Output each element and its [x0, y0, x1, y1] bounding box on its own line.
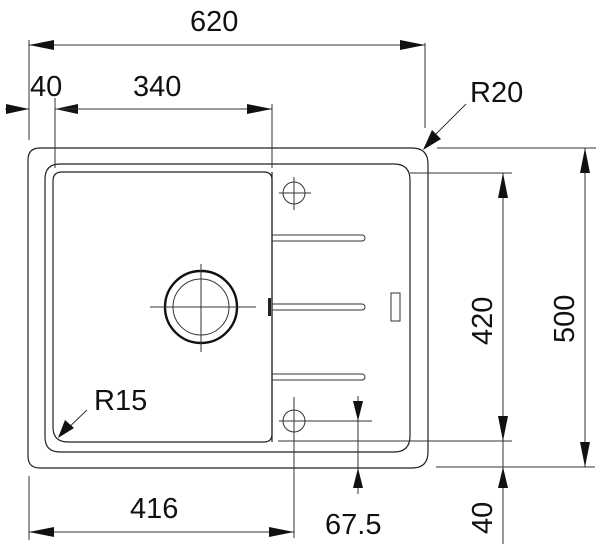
divider-tab	[268, 298, 271, 316]
inner-rim	[44, 163, 411, 453]
tap-offset-label: 67.5	[325, 509, 381, 541]
dim-overall-width: 620	[28, 6, 426, 140]
bottom-margin-label: 40	[467, 502, 499, 534]
tap-hole-top	[279, 177, 311, 210]
overflow-slot	[390, 292, 401, 322]
left-offset-label: 40	[30, 71, 62, 103]
dim-r15: R15	[58, 385, 147, 438]
bowl-width-label: 340	[133, 71, 181, 103]
drain	[150, 264, 256, 352]
overall-height-label: 500	[549, 295, 581, 343]
dim-bottom-width: 416	[28, 476, 294, 540]
rib-3	[272, 373, 366, 381]
dim-r20: R20	[423, 77, 523, 150]
drainer-ribs	[268, 234, 366, 381]
dim-left-offset: 40	[5, 71, 78, 168]
dim-bottom-margin: 40	[436, 466, 595, 534]
bottom-width-label: 416	[130, 493, 178, 525]
rib-1	[272, 234, 366, 242]
r20-label: R20	[470, 77, 523, 109]
dim-overall-height: 500	[437, 147, 596, 467]
dim-bowl-width: 340	[55, 71, 273, 168]
rib-2	[272, 303, 366, 311]
dim-tap-offset: 67.5	[325, 396, 381, 541]
overall-width-label: 620	[190, 6, 238, 38]
sink-outline	[27, 147, 429, 469]
bowl-outline	[52, 171, 273, 443]
dim-inner-height: 420	[278, 172, 512, 544]
tap-hole-bottom	[279, 397, 372, 538]
r15-label: R15	[94, 385, 147, 417]
outer-rim	[27, 147, 429, 469]
inner-height-label: 420	[467, 297, 499, 345]
